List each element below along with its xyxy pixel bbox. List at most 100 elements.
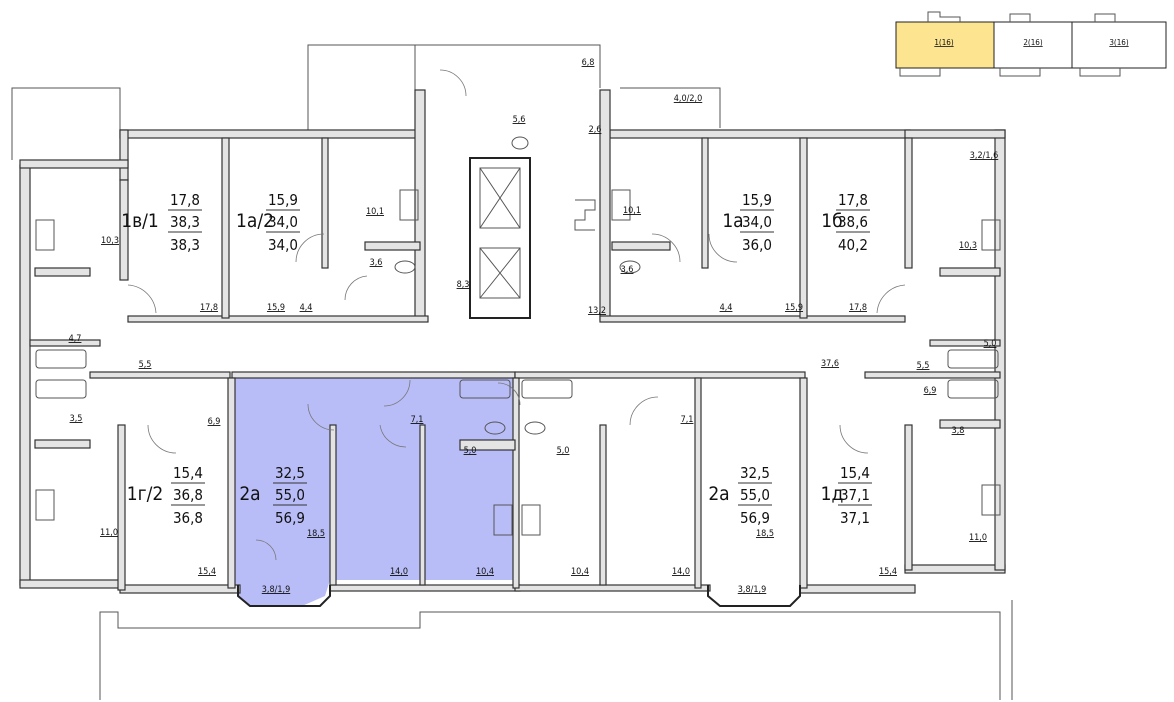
- toilet-icon: [619, 260, 641, 274]
- bathtub-icon: [459, 379, 511, 399]
- apartment-label[interactable]: 1в/1 17,8 38,3 38,3: [121, 191, 202, 254]
- room-area-label: 11,0: [969, 533, 987, 543]
- living-area: 17,8: [170, 191, 200, 209]
- apartment-label[interactable]: 1г/2 15,4 36,8 36,8: [127, 464, 205, 527]
- section-1[interactable]: [895, 21, 995, 69]
- room-area-label: 4,4: [720, 303, 733, 313]
- room-area-label: 6,9: [924, 386, 937, 396]
- room-area-label: 10,4: [571, 567, 589, 577]
- room-area-label: 10,1: [623, 206, 641, 216]
- room-area-label: 3,8/1,9: [262, 585, 290, 595]
- room-area-label: 18,5: [307, 529, 325, 539]
- apartment-code: 1а: [722, 210, 743, 232]
- bay-window-left: [237, 585, 331, 607]
- living-area: 32,5: [740, 464, 770, 482]
- room-area-label: 15,4: [879, 567, 897, 577]
- room-area-label: 8,3: [457, 280, 470, 290]
- stairs: [574, 199, 596, 231]
- total-area-with-balcony: 56,9: [275, 509, 305, 527]
- section-3[interactable]: [1071, 21, 1167, 69]
- bay-window-right: [707, 585, 801, 607]
- room-area-label: 4,4: [300, 303, 313, 313]
- apartment-code: 2а: [708, 483, 729, 505]
- room-area-label: 10,1: [366, 207, 384, 217]
- fixtures: [35, 136, 1001, 536]
- living-area: 15,4: [173, 464, 203, 482]
- total-area: 36,8: [173, 486, 203, 504]
- room-area-label: 3,2/1,6: [970, 151, 998, 161]
- room-area-label: 17,8: [200, 303, 218, 313]
- balcony-top-right: [620, 87, 721, 128]
- toilet-icon: [524, 421, 546, 435]
- stove-icon: [35, 219, 55, 251]
- room-area-label: 7,1: [411, 415, 424, 425]
- room-area-label: 3,6: [621, 265, 634, 275]
- room-area-label: 5,5: [139, 360, 152, 370]
- room-area-label: 11,0: [100, 528, 118, 538]
- total-area-with-balcony: 37,1: [840, 509, 870, 527]
- total-area: 34,0: [742, 213, 772, 231]
- stove-icon: [399, 189, 419, 221]
- doors: [127, 69, 906, 561]
- stove-icon: [981, 219, 1001, 251]
- total-area: 38,6: [838, 213, 868, 231]
- room-area-label: 7,1: [681, 415, 694, 425]
- bathtub-icon: [947, 379, 999, 399]
- total-area-with-balcony: 38,3: [170, 236, 200, 254]
- apartment-code: 1б: [821, 210, 842, 232]
- total-area-with-balcony: 34,0: [268, 236, 298, 254]
- room-area-label: 5,6: [513, 115, 526, 125]
- elevator-shafts: [469, 157, 596, 319]
- total-area-with-balcony: 40,2: [838, 236, 868, 254]
- room-area-label: 17,8: [849, 303, 867, 313]
- total-area-with-balcony: 36,8: [173, 509, 203, 527]
- room-area-label: 5,5: [917, 361, 930, 371]
- toilet-icon: [484, 421, 506, 435]
- balcony-top: [307, 44, 601, 130]
- total-area: 38,3: [170, 213, 200, 231]
- room-area-label: 5,0: [984, 339, 997, 349]
- terrace-left: [11, 87, 121, 160]
- total-area: 55,0: [275, 486, 305, 504]
- room-area-label: 3,8/1,9: [738, 585, 766, 595]
- room-area-label: 15,9: [267, 303, 285, 313]
- toilet-icon: [511, 136, 529, 150]
- room-area-label: 10,3: [959, 241, 977, 251]
- section-label: 2(16): [1023, 38, 1043, 47]
- selected-apartment-2a[interactable]: [232, 378, 515, 606]
- room-area-label: 3,5: [70, 414, 83, 424]
- total-area-with-balcony: 36,0: [742, 236, 772, 254]
- apartment-code: 1г/2: [127, 483, 164, 505]
- apartment-label[interactable]: 1а/215,934,034,0: [236, 191, 300, 254]
- total-area: 34,0: [268, 213, 298, 231]
- room-area-label: 37,6: [821, 359, 839, 369]
- room-area-label: 5,0: [464, 446, 477, 456]
- room-area-label: 6,8: [582, 58, 595, 68]
- living-area: 15,9: [742, 191, 772, 209]
- section-map: 1(16) 2(16) 3(16): [895, 11, 1167, 77]
- stove-icon: [493, 504, 513, 536]
- apartment-code: 1в/1: [121, 210, 159, 232]
- room-area-label: 5,0: [557, 446, 570, 456]
- total-area-with-balcony: 56,9: [740, 509, 770, 527]
- section-label: 3(16): [1109, 38, 1129, 47]
- room-area-label: 15,4: [198, 567, 216, 577]
- walls: [19, 89, 1006, 594]
- bathtub-icon: [35, 349, 87, 369]
- room-area-label: 13,2: [588, 306, 606, 316]
- living-area: 32,5: [275, 464, 305, 482]
- room-area-label: 14,0: [672, 567, 690, 577]
- room-area-label: 14,0: [390, 567, 408, 577]
- terrace-bottom: [99, 611, 1001, 700]
- bathtub-icon: [35, 379, 87, 399]
- living-area: 15,4: [840, 464, 870, 482]
- bathtub-icon: [521, 379, 573, 399]
- toilet-icon: [394, 260, 416, 274]
- total-area: 37,1: [840, 486, 870, 504]
